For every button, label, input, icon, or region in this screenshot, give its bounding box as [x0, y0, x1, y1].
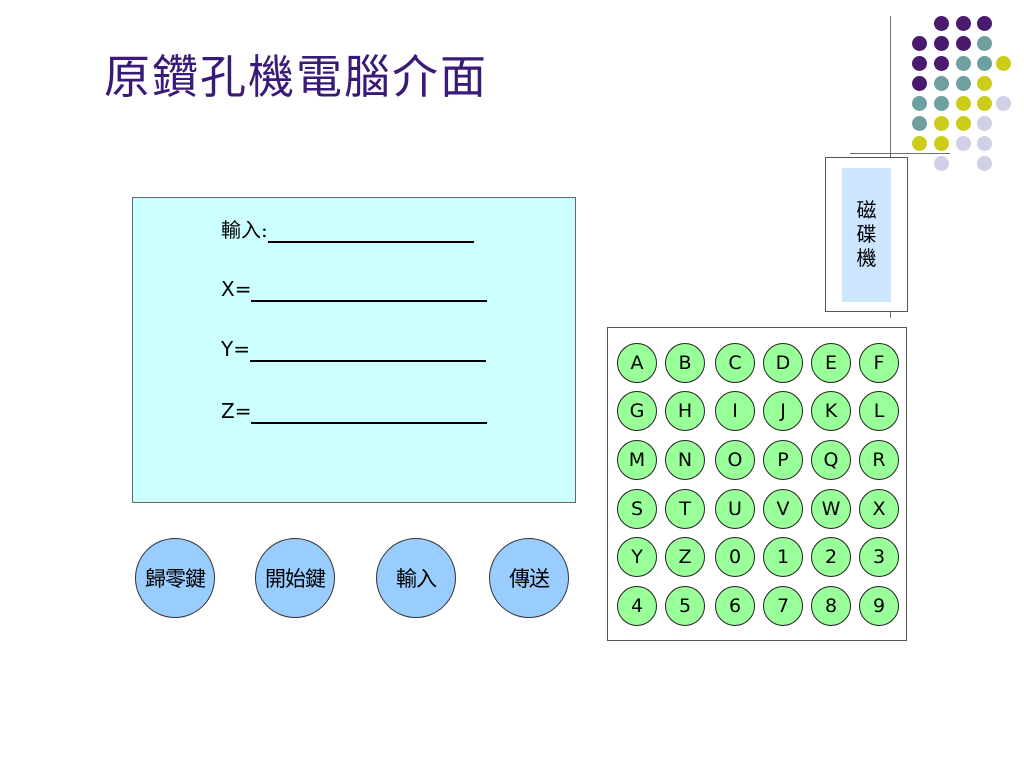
key-l[interactable]: L	[859, 391, 899, 431]
disk-drive-label-char: 機	[856, 246, 877, 270]
send-button[interactable]: 傳送	[489, 538, 569, 618]
key-d[interactable]: D	[763, 343, 803, 383]
decor-dot	[956, 116, 971, 131]
z-field-row: Z=	[221, 399, 488, 424]
key-u[interactable]: U	[715, 489, 755, 529]
disk-drive[interactable]: 磁 碟 機	[825, 157, 908, 312]
input-field-row: 輸入:	[221, 220, 474, 243]
decor-dot	[977, 96, 992, 111]
key-7[interactable]: 7	[763, 586, 803, 626]
decor-dot	[977, 16, 992, 31]
decor-dot	[934, 36, 949, 51]
key-w[interactable]: W	[811, 489, 851, 529]
x-field-label: X=	[221, 277, 252, 301]
decor-dot	[912, 116, 927, 131]
decor-dot	[956, 96, 971, 111]
decor-dot	[996, 96, 1011, 111]
key-q[interactable]: Q	[811, 440, 851, 480]
key-t[interactable]: T	[665, 489, 705, 529]
reset-button[interactable]: 歸零鍵	[135, 538, 215, 618]
y-field-value[interactable]	[249, 340, 486, 362]
disk-drive-label-char: 碟	[856, 222, 877, 246]
decor-dot	[934, 76, 949, 91]
key-8[interactable]: 8	[811, 586, 851, 626]
enter-button[interactable]: 輸入	[376, 538, 456, 618]
key-2[interactable]: 2	[811, 537, 851, 577]
key-x[interactable]: X	[859, 489, 899, 529]
decor-horizontal-line	[850, 153, 950, 154]
y-field-row: Y=	[221, 339, 486, 362]
key-i[interactable]: I	[715, 391, 755, 431]
key-p[interactable]: P	[763, 440, 803, 480]
decor-dot	[934, 56, 949, 71]
key-c[interactable]: C	[715, 343, 755, 383]
key-m[interactable]: M	[617, 440, 657, 480]
decor-dot	[956, 36, 971, 51]
key-o[interactable]: O	[715, 440, 755, 480]
decor-dot	[996, 56, 1011, 71]
decor-dot	[977, 136, 992, 151]
key-z[interactable]: Z	[665, 537, 705, 577]
key-1[interactable]: 1	[763, 537, 803, 577]
decor-dot	[977, 156, 992, 171]
decor-dot	[912, 36, 927, 51]
key-n[interactable]: N	[665, 440, 705, 480]
disk-drive-label-char: 磁	[856, 198, 877, 222]
decor-dot	[912, 76, 927, 91]
z-field-label: Z=	[221, 399, 252, 423]
decor-dot	[912, 136, 927, 151]
key-y[interactable]: Y	[617, 537, 657, 577]
key-4[interactable]: 4	[617, 586, 657, 626]
key-j[interactable]: J	[763, 391, 803, 431]
z-field-value[interactable]	[251, 402, 488, 424]
key-5[interactable]: 5	[665, 586, 705, 626]
decor-dot	[956, 16, 971, 31]
key-6[interactable]: 6	[715, 586, 755, 626]
decor-dot	[956, 136, 971, 151]
key-9[interactable]: 9	[859, 586, 899, 626]
decor-dot	[977, 56, 992, 71]
disk-drive-slot: 磁 碟 機	[842, 168, 891, 302]
key-e[interactable]: E	[811, 343, 851, 383]
decor-dot	[934, 16, 949, 31]
start-button[interactable]: 開始鍵	[255, 538, 335, 618]
decor-dot	[934, 136, 949, 151]
decor-dot	[977, 76, 992, 91]
key-v[interactable]: V	[763, 489, 803, 529]
key-b[interactable]: B	[665, 343, 705, 383]
key-s[interactable]: S	[617, 489, 657, 529]
display-screen: 輸入: X= Y= Z=	[132, 197, 576, 503]
key-k[interactable]: K	[811, 391, 851, 431]
decor-dot	[977, 36, 992, 51]
input-field-value[interactable]	[267, 221, 474, 243]
decor-dot	[912, 96, 927, 111]
key-h[interactable]: H	[665, 391, 705, 431]
x-field-row: X=	[221, 277, 488, 302]
key-f[interactable]: F	[859, 343, 899, 383]
y-field-label: Y=	[221, 337, 250, 361]
decor-dot	[934, 116, 949, 131]
decor-dot	[912, 56, 927, 71]
x-field-value[interactable]	[251, 280, 488, 302]
decor-dot	[934, 156, 949, 171]
key-r[interactable]: R	[859, 440, 899, 480]
key-a[interactable]: A	[617, 343, 657, 383]
key-3[interactable]: 3	[859, 537, 899, 577]
decor-dot	[956, 76, 971, 91]
key-0[interactable]: 0	[715, 537, 755, 577]
decor-dot	[956, 56, 971, 71]
key-g[interactable]: G	[617, 391, 657, 431]
decor-dot	[977, 116, 992, 131]
decor-dot	[934, 96, 949, 111]
page-title: 原鑽孔機電腦介面	[104, 50, 488, 104]
input-field-label: 輸入:	[221, 218, 268, 242]
